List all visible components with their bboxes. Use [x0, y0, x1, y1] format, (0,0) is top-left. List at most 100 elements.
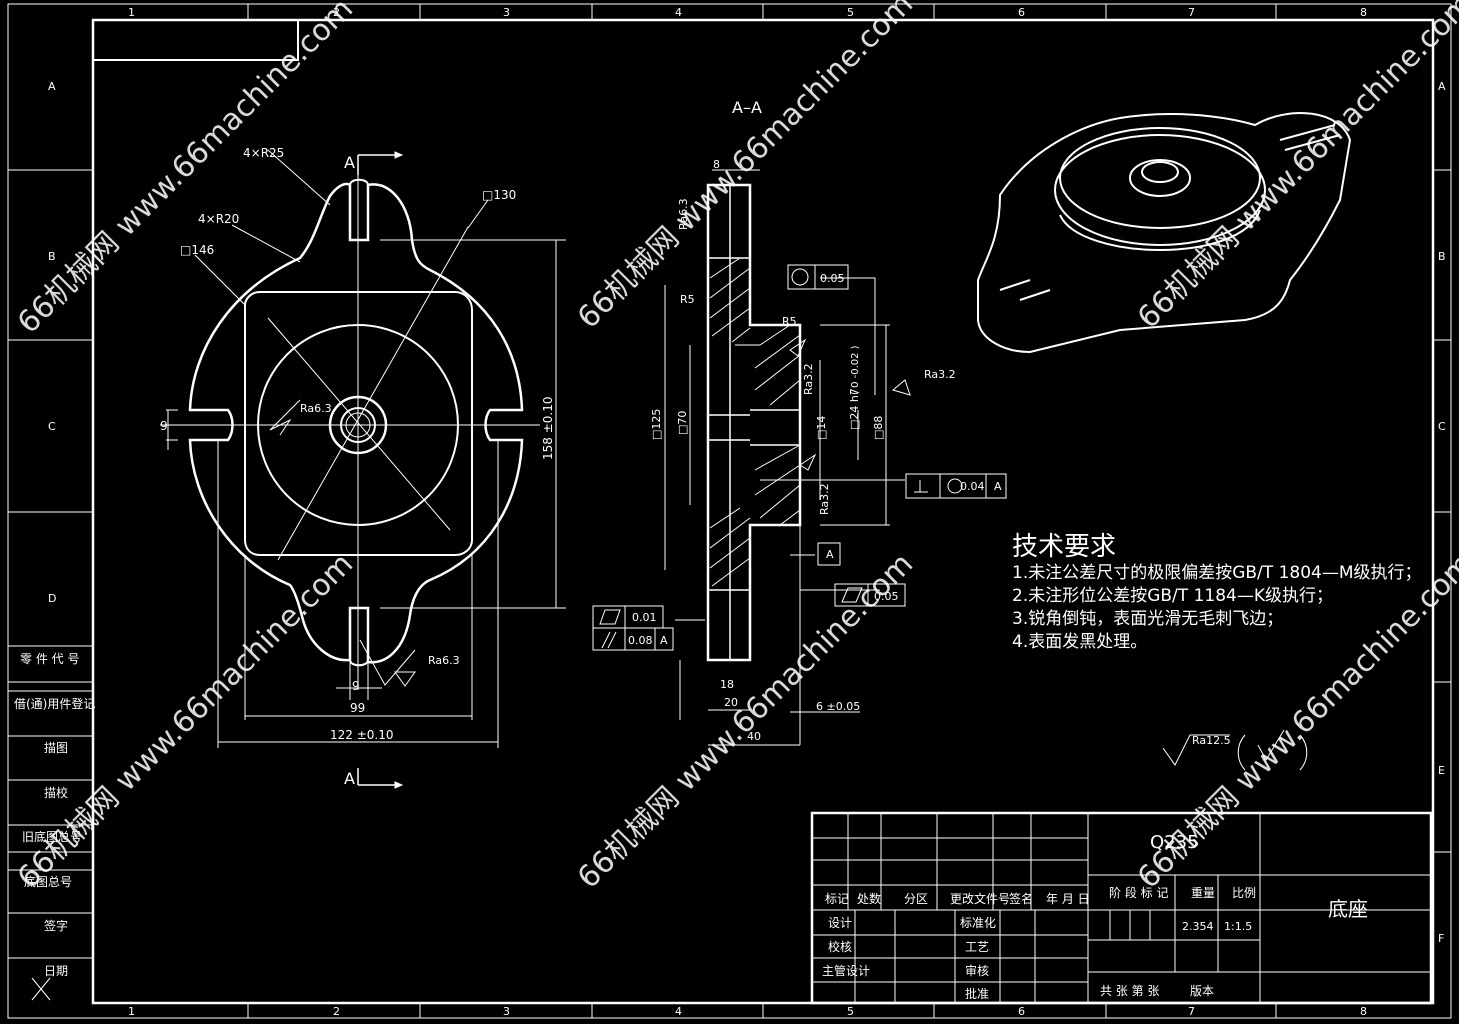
sec-dim-88: □88	[872, 416, 885, 440]
sec-dim-20: 20	[724, 696, 738, 709]
row-label: B	[1438, 250, 1446, 263]
ra-6-3-b: Ra6.3	[428, 654, 460, 667]
col-label: 2	[333, 6, 340, 19]
col-label: 7	[1188, 1005, 1195, 1018]
tol-flatness-1: 0.01	[632, 611, 657, 624]
section-marker-bottom: A	[344, 769, 355, 788]
row-label: A	[1438, 80, 1446, 93]
section-view	[592, 169, 1007, 746]
col-label: 8	[1360, 1005, 1367, 1018]
general-roughness	[1162, 729, 1308, 771]
dim-9-left: 9	[160, 419, 168, 433]
tb-scale-label: 比例	[1232, 886, 1256, 900]
dim-radius-25: 4×R25	[243, 146, 284, 160]
col-label: 4	[675, 1005, 682, 1018]
ra-6-3-a: Ra6.3	[300, 402, 332, 415]
dim-158: 158 ±0.10	[541, 397, 555, 461]
tech-line-1: 1.未注公差尺寸的极限偏差按GB/T 1804—M级执行；	[1012, 563, 1422, 583]
front-view	[160, 149, 566, 789]
tb-stage: 阶 段 标 记	[1109, 885, 1168, 900]
tb-version: 版本	[1190, 984, 1214, 998]
col-label: 3	[503, 6, 510, 19]
row-label: A	[48, 80, 56, 93]
dim-sq-130: □130	[482, 188, 516, 202]
isometric-view	[977, 112, 1352, 354]
col-label: 3	[503, 1005, 510, 1018]
sec-dim-24-tol: ( 0 -0.02 )	[850, 345, 861, 395]
tb-check: 校核	[828, 939, 852, 954]
watermark-group: 66机械网 www.66machine.com 66机械网 www.66mach…	[11, 0, 1459, 896]
dim-sq-146: □146	[180, 243, 214, 257]
sec-dim-18: 18	[720, 678, 734, 691]
tb-sign: 签名	[1009, 891, 1033, 906]
tb-zone: 分区	[904, 892, 928, 906]
dim-radius-20: 4×R20	[198, 212, 239, 226]
strip-label: 描校	[44, 785, 68, 800]
row-label: F	[1438, 932, 1444, 945]
col-label: 1	[128, 6, 135, 19]
tb-weight-label: 重量	[1191, 886, 1215, 900]
dim-122: 122 ±0.10	[330, 728, 394, 742]
strip-label: 签字	[44, 918, 68, 933]
dim-99: 99	[350, 701, 365, 715]
outer-frame	[7, 3, 1452, 1019]
tb-mark: 标记	[825, 892, 849, 906]
sec-dim-40: 40	[747, 730, 761, 743]
sec-dim-6: 6 ±0.05	[816, 700, 860, 713]
tech-line-3: 3.锐角倒钝，表面光滑无毛刺飞边；	[1012, 609, 1283, 629]
tb-chief: 主管设计	[822, 963, 870, 978]
sec-ra-6-3: Ra6.3	[677, 198, 690, 230]
tb-sheets: 共 张 第 张	[1100, 984, 1159, 998]
sec-dim-14: □14	[815, 416, 828, 440]
col-label: 7	[1188, 6, 1195, 19]
col-label: 4	[675, 6, 682, 19]
tol-perp-ref: A	[994, 480, 1002, 493]
strip-label: 借(通)用件登记	[14, 696, 95, 711]
watermark: 66机械网 www.66machine.com	[571, 546, 920, 895]
section-title: A–A	[732, 98, 762, 117]
tol-parallel: 0.08	[628, 634, 653, 647]
watermark: 66机械网 www.66machine.com	[11, 546, 360, 895]
col-label: 2	[333, 1005, 340, 1018]
top-left-box	[93, 20, 299, 61]
tol-parallel-ref: A	[660, 634, 668, 647]
part-name: 底座	[1328, 897, 1368, 921]
datum-a: A	[826, 548, 834, 561]
row-label: C	[48, 420, 56, 433]
sec-dim-24: □24 h7	[848, 388, 861, 430]
col-label: 1	[128, 1005, 135, 1018]
row-label: E	[1438, 764, 1445, 777]
tech-line-2: 2.未注形位公差按GB/T 1184—K级执行；	[1012, 586, 1333, 606]
tb-count: 处数	[857, 891, 881, 906]
strip-label: 零 件 代 号	[20, 652, 79, 666]
strip-label: 底图总号	[24, 874, 72, 889]
tb-doc: 更改文件号	[950, 891, 1010, 906]
title-block	[810, 811, 1433, 1005]
col-label: 8	[1360, 6, 1367, 19]
tol-position: 0.05	[820, 272, 845, 285]
tb-scale: 1:1.5	[1224, 920, 1252, 933]
sec-r5-b: R5	[782, 315, 797, 328]
row-label: B	[48, 250, 56, 263]
row-label: C	[1438, 420, 1446, 433]
col-label: 5	[847, 1005, 854, 1018]
col-label: 6	[1018, 1005, 1025, 1018]
strip-label: 描图	[44, 741, 68, 755]
sec-ra-3-2-c: Ra3.2	[924, 368, 956, 381]
material: Q235	[1150, 832, 1199, 853]
tb-standard: 标准化	[960, 916, 996, 930]
dim-9-bottom: 9	[352, 679, 360, 693]
sec-ra-3-2-a: Ra3.2	[802, 363, 815, 395]
sec-dim-125: □125	[650, 409, 663, 440]
strip-label: 旧底图总号	[22, 829, 82, 844]
watermark: 66机械网 www.66machine.com	[571, 0, 920, 336]
row-label: D	[48, 592, 56, 605]
tb-process: 工艺	[965, 940, 989, 954]
ra-12-5: Ra12.5	[1192, 734, 1231, 747]
watermark: 66机械网 www.66machine.com	[1131, 0, 1459, 336]
col-label: 6	[1018, 6, 1025, 19]
col-label: 5	[847, 6, 854, 19]
tb-date: 年 月 日	[1046, 892, 1090, 906]
tol-flatness-2: 0.05	[874, 590, 899, 603]
